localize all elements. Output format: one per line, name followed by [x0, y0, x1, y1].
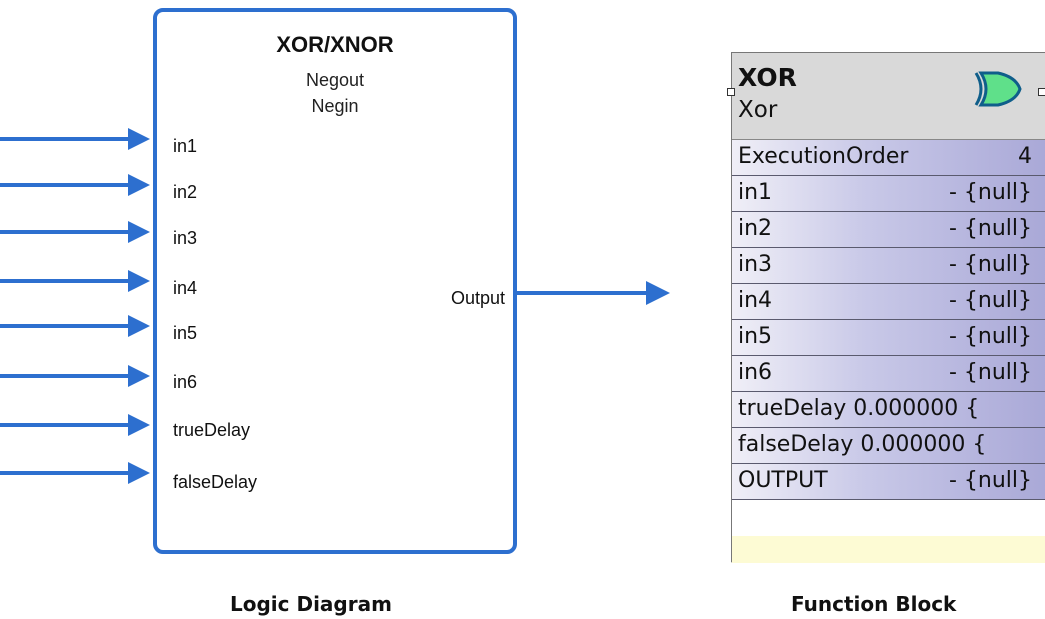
input-arrow-truedelay	[0, 414, 150, 436]
fb-row-in1[interactable]: in1 - {null}	[732, 176, 1045, 212]
function-block[interactable]: XOR Xor ExecutionOrder 4 in1 - {null} in…	[731, 52, 1045, 563]
function-block-caption: Function Block	[791, 592, 957, 616]
fb-row-in3[interactable]: in3 - {null}	[732, 248, 1045, 284]
logic-subtitle-negout: Negout	[305, 70, 365, 90]
input-arrow-in6	[0, 365, 150, 387]
input-arrow-in1	[0, 128, 150, 150]
xor-gate-icon	[974, 71, 1022, 107]
fb-row-value: - {null}	[948, 252, 1032, 277]
input-arrow-falsedelay	[0, 462, 150, 484]
fb-row-value: - {null}	[948, 324, 1032, 349]
logic-input-in1: in1	[173, 136, 198, 156]
fb-row-executionorder[interactable]: ExecutionOrder 4	[732, 140, 1045, 176]
logic-diagram-caption: Logic Diagram	[230, 592, 392, 616]
fb-row-in5[interactable]: in5 - {null}	[732, 320, 1045, 356]
fb-row-in6[interactable]: in6 - {null}	[732, 356, 1045, 392]
input-port-handle[interactable]	[727, 88, 735, 96]
logic-block: XOR/XNOR Negout Negin in1 in2 in3 in4 in…	[153, 8, 517, 554]
fb-row-value: - {null}	[948, 180, 1032, 205]
logic-input-in3: in3	[173, 228, 198, 248]
function-block-type: Xor	[738, 97, 778, 123]
fb-row-label: in2	[738, 216, 773, 241]
fb-row-value: - {null}	[948, 468, 1032, 493]
logic-input-truedelay: trueDelay	[173, 420, 251, 440]
input-arrow-in4	[0, 270, 150, 292]
fb-row-value: - {null}	[948, 288, 1032, 313]
logic-output-label: Output	[450, 288, 505, 308]
fb-row-label: in3	[738, 252, 773, 277]
fb-row-in2[interactable]: in2 - {null}	[732, 212, 1045, 248]
logic-input-falsedelay: falseDelay	[173, 472, 258, 492]
fb-row-label: OUTPUT	[738, 468, 828, 493]
logic-input-in2: in2	[173, 182, 198, 202]
fb-row-label: in5	[738, 324, 773, 349]
output-port-handle[interactable]	[1038, 88, 1045, 96]
fb-row-output[interactable]: OUTPUT - {null}	[732, 464, 1045, 500]
output-arrow	[517, 281, 670, 305]
function-block-footer	[732, 536, 1045, 563]
fb-row-label: ExecutionOrder	[738, 144, 909, 169]
fb-row-value: - {null}	[948, 216, 1032, 241]
fb-row-label: trueDelay 0.000000 {	[738, 396, 980, 421]
input-arrow-in2	[0, 174, 150, 196]
fb-row-in4[interactable]: in4 - {null}	[732, 284, 1045, 320]
logic-title: XOR/XNOR	[276, 32, 394, 57]
input-arrow-in5	[0, 315, 150, 337]
fb-row-label: falseDelay 0.000000 {	[738, 432, 987, 457]
function-block-header[interactable]: XOR Xor	[732, 53, 1045, 140]
logic-input-in4: in4	[173, 278, 198, 298]
fb-row-label: in6	[738, 360, 773, 385]
fb-row-falsedelay[interactable]: falseDelay 0.000000 {	[732, 428, 1045, 464]
logic-subtitle-negin: Negin	[311, 96, 359, 116]
fb-row-label: in4	[738, 288, 773, 313]
fb-row-value: 4	[1018, 144, 1032, 169]
fb-row-value: - {null}	[948, 360, 1032, 385]
input-arrow-in3	[0, 221, 150, 243]
fb-row-truedelay[interactable]: trueDelay 0.000000 {	[732, 392, 1045, 428]
function-block-name: XOR	[738, 63, 797, 92]
fb-row-label: in1	[738, 180, 773, 205]
logic-input-in6: in6	[173, 372, 198, 392]
logic-input-in5: in5	[173, 323, 198, 343]
